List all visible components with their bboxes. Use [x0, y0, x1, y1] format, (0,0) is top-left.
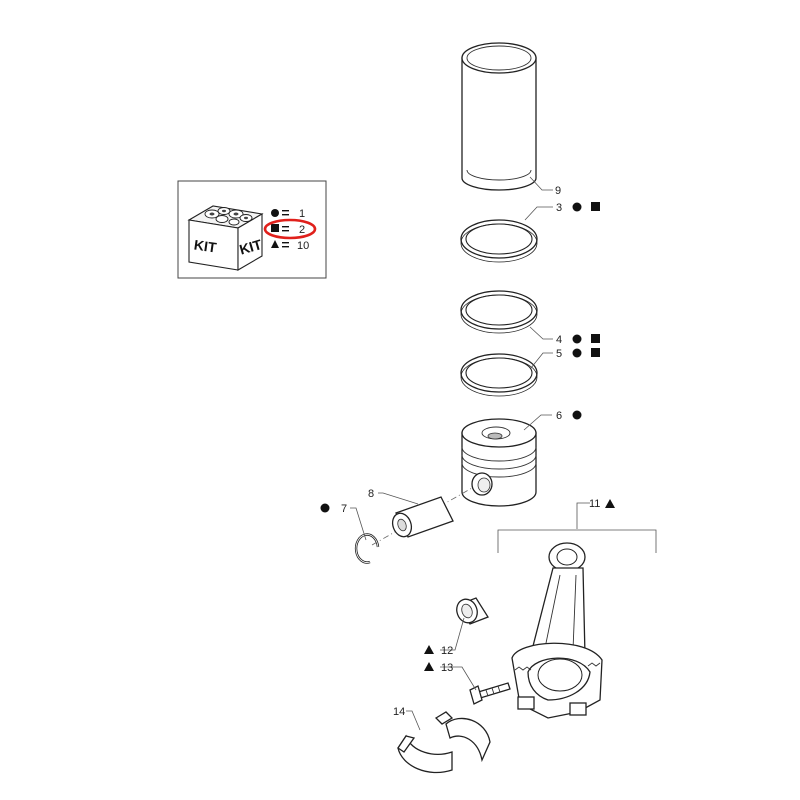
kit-box-icon: KIT KIT	[187, 205, 264, 271]
callout-number: 12	[441, 645, 453, 657]
kit-legend-entry-triangle: 10	[271, 240, 309, 252]
callout-11: 11	[589, 498, 615, 510]
filled-square-icon	[591, 202, 600, 211]
filled-circle-icon	[320, 503, 330, 513]
leader-lines	[350, 176, 590, 731]
connecting-rod	[497, 529, 657, 719]
kit-word-left: KIT	[193, 237, 218, 256]
highlight-circle	[263, 218, 317, 240]
piston-ring-4	[460, 290, 538, 334]
filled-circle-icon	[572, 202, 582, 212]
callout-3: 3	[556, 202, 600, 214]
callout-13: 13	[424, 662, 453, 674]
callout-number: 14	[393, 706, 405, 718]
kit-legend-value-circle: 1	[299, 208, 305, 220]
callout-12: 12	[424, 645, 453, 657]
circlip	[354, 533, 380, 564]
callout-number: 7	[341, 503, 347, 515]
filled-circle-icon	[572, 334, 582, 344]
small-end-bushing	[456, 597, 489, 625]
kit-legend-value-triangle: 10	[297, 240, 309, 252]
callout-number: 8	[368, 488, 374, 500]
callout-number: 9	[555, 185, 561, 197]
callout-4: 4	[556, 334, 600, 346]
piston	[461, 418, 537, 507]
filled-triangle-icon	[424, 662, 434, 671]
kit-legend-entry-square: 2	[271, 224, 305, 236]
filled-circle-icon	[572, 410, 582, 420]
cylinder-liner	[461, 42, 537, 191]
callout-7: 7	[320, 503, 347, 515]
callout-number: 11	[589, 498, 600, 510]
connecting-rod-bolt	[469, 682, 511, 705]
filled-square-icon	[591, 334, 600, 343]
callout-6: 6	[556, 410, 582, 422]
bearing-shells	[397, 711, 491, 774]
filled-circle-icon	[572, 348, 582, 358]
filled-square-icon	[591, 348, 600, 357]
piston-pin	[391, 496, 454, 538]
callout-number: 6	[556, 410, 562, 422]
callout-8: 8	[368, 488, 374, 500]
kit-legend-value-square: 2	[299, 224, 305, 236]
callout-number: 4	[556, 334, 562, 346]
piston-ring-5	[460, 353, 538, 397]
callout-number: 13	[441, 662, 453, 674]
kit-legend-entry-circle: 1	[271, 208, 305, 220]
callout-number: 3	[556, 202, 562, 214]
filled-square-icon	[271, 224, 279, 232]
filled-triangle-icon	[271, 240, 279, 248]
filled-triangle-icon	[605, 499, 615, 508]
callout-number: 5	[556, 348, 562, 360]
filled-circle-icon	[271, 209, 279, 217]
piston-ring-3	[460, 219, 538, 263]
kit-word-right: KIT	[237, 236, 264, 258]
callout-9: 9	[555, 185, 561, 197]
filled-triangle-icon	[424, 645, 434, 654]
callout-14: 14	[393, 706, 405, 718]
kit-legend: KIT KIT 1 2 10	[177, 180, 327, 279]
callout-5: 5	[556, 348, 600, 360]
